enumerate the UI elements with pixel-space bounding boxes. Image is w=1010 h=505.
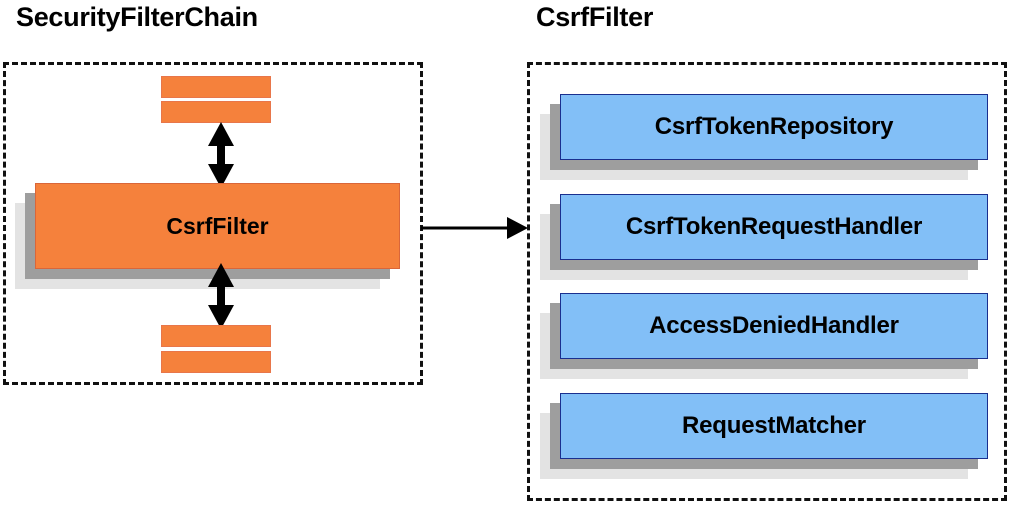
chain-filter-bar-top-1 bbox=[161, 76, 271, 98]
dependency-label: CsrfTokenRepository bbox=[560, 94, 988, 160]
csrf-filter-panel bbox=[527, 62, 1007, 501]
csrf-filter-label: CsrfFilter bbox=[35, 183, 400, 269]
chain-filter-bar-top-2 bbox=[161, 101, 271, 123]
bidirectional-arrow-down-icon bbox=[196, 263, 246, 329]
dependency-block-request-matcher[interactable]: RequestMatcher bbox=[540, 393, 988, 479]
chain-filter-bar-bottom-2 bbox=[161, 351, 271, 373]
dependency-block-csrf-token-request-handler[interactable]: CsrfTokenRequestHandler bbox=[540, 194, 988, 280]
dependency-label: AccessDeniedHandler bbox=[560, 293, 988, 359]
expand-arrow-icon bbox=[415, 205, 535, 251]
page-title-csrf-filter: CsrfFilter bbox=[536, 2, 654, 32]
security-filter-chain-panel bbox=[3, 62, 423, 385]
bidirectional-arrow-up-icon bbox=[196, 122, 246, 188]
csrf-filter-block[interactable]: CsrfFilter bbox=[15, 183, 400, 289]
dependency-label: RequestMatcher bbox=[560, 393, 988, 459]
dependency-block-access-denied-handler[interactable]: AccessDeniedHandler bbox=[540, 293, 988, 379]
dependency-block-csrf-token-repository[interactable]: CsrfTokenRepository bbox=[540, 94, 988, 180]
chain-filter-bar-bottom-1 bbox=[161, 325, 271, 347]
page-title-security-filter-chain: SecurityFilterChain bbox=[16, 2, 258, 32]
dependency-label: CsrfTokenRequestHandler bbox=[560, 194, 988, 260]
